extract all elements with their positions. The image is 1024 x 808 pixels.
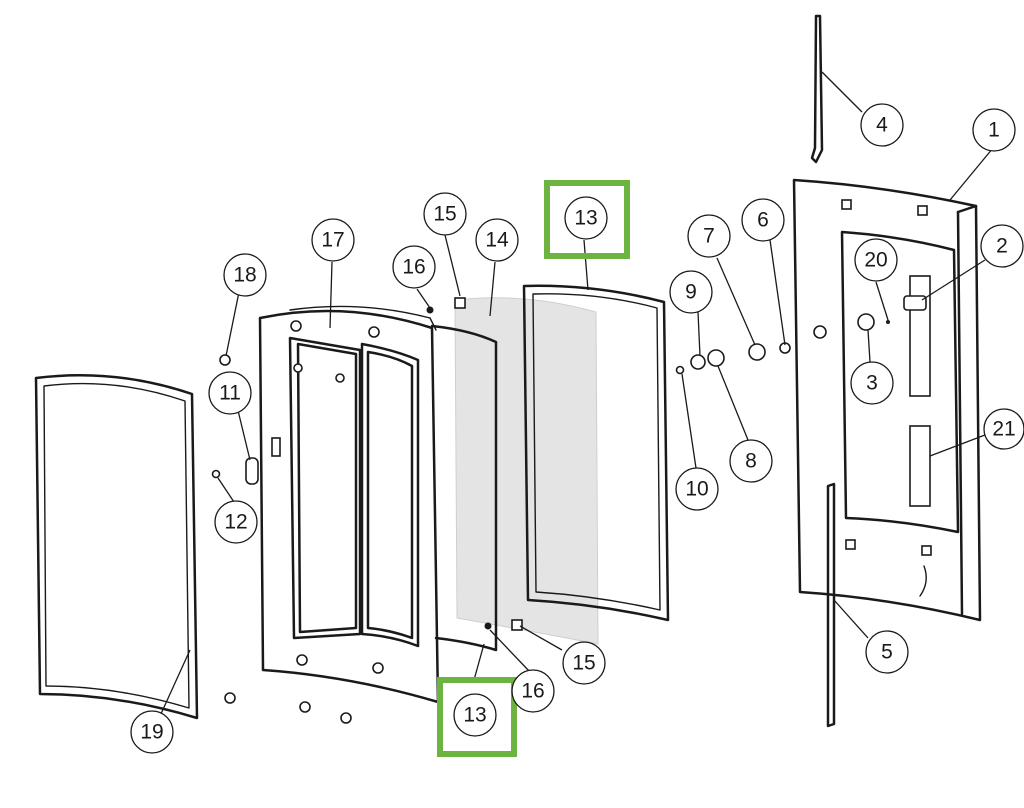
callout-5: 5 [865, 630, 909, 674]
leader-lines [159, 71, 999, 717]
callout-16-top: 16 [392, 245, 436, 289]
svg-text:7: 7 [703, 225, 715, 248]
callout-15-bottom: 15 [562, 641, 606, 685]
callout-3: 3 [850, 361, 894, 405]
svg-text:21: 21 [992, 418, 1015, 441]
callout-13-bottom: 13 [453, 693, 497, 737]
small-parts [211, 295, 927, 724]
part-1-main-panel [792, 178, 982, 622]
svg-text:17: 17 [321, 229, 344, 252]
callout-1: 1 [972, 108, 1016, 152]
callout-13-top: 13 [564, 196, 608, 240]
svg-text:8: 8 [745, 450, 757, 473]
callout-2: 2 [980, 224, 1024, 268]
inner-seal-strip [430, 324, 498, 652]
svg-text:18: 18 [233, 264, 256, 287]
callout-17: 17 [311, 218, 355, 262]
svg-text:14: 14 [485, 229, 509, 252]
highlight-box-13-bottom [437, 677, 517, 757]
part-13-gasket [522, 284, 670, 622]
svg-text:5: 5 [881, 641, 893, 664]
svg-text:20: 20 [864, 249, 887, 272]
callout-20: 20 [854, 238, 898, 282]
svg-text:9: 9 [685, 281, 697, 304]
callout-12: 12 [214, 500, 258, 544]
callout-21: 21 [983, 408, 1024, 450]
callout-7: 7 [687, 214, 731, 258]
svg-text:15: 15 [572, 652, 595, 675]
svg-text:11: 11 [219, 382, 241, 405]
svg-text:4: 4 [876, 114, 888, 137]
callout-18: 18 [223, 253, 267, 297]
svg-text:13: 13 [574, 207, 597, 230]
highlight-box-13-top [544, 180, 630, 259]
svg-text:2: 2 [996, 235, 1008, 258]
svg-text:19: 19 [140, 721, 163, 744]
part-5-rod [826, 482, 836, 728]
part-17-door-frame [258, 305, 440, 704]
svg-text:1: 1 [988, 119, 1000, 142]
svg-text:6: 6 [757, 209, 769, 232]
svg-text:16: 16 [521, 680, 544, 703]
highlight-boxes [437, 180, 630, 757]
svg-text:10: 10 [685, 478, 708, 501]
callout-6: 6 [741, 198, 785, 242]
callout-16-bottom: 16 [511, 669, 555, 713]
svg-text:16: 16 [402, 256, 425, 279]
callout-19: 19 [130, 710, 174, 754]
svg-text:15: 15 [433, 203, 456, 226]
callout-9: 9 [669, 270, 713, 314]
callout-15-top: 15 [423, 192, 467, 236]
callout-8: 8 [729, 439, 773, 483]
callout-4: 4 [860, 103, 904, 147]
callout-14: 14 [475, 218, 519, 262]
callouts: 1 2 3 4 5 6 7 8 9 10 11 12 13 13 14 15 1… [130, 103, 1024, 754]
part-4-rod [810, 14, 824, 164]
svg-text:12: 12 [224, 511, 247, 534]
part-19-outer-frame [34, 374, 199, 720]
svg-text:3: 3 [866, 372, 878, 395]
svg-text:13: 13 [463, 704, 486, 727]
callout-10: 10 [675, 467, 719, 511]
callout-11: 11 [208, 371, 252, 415]
